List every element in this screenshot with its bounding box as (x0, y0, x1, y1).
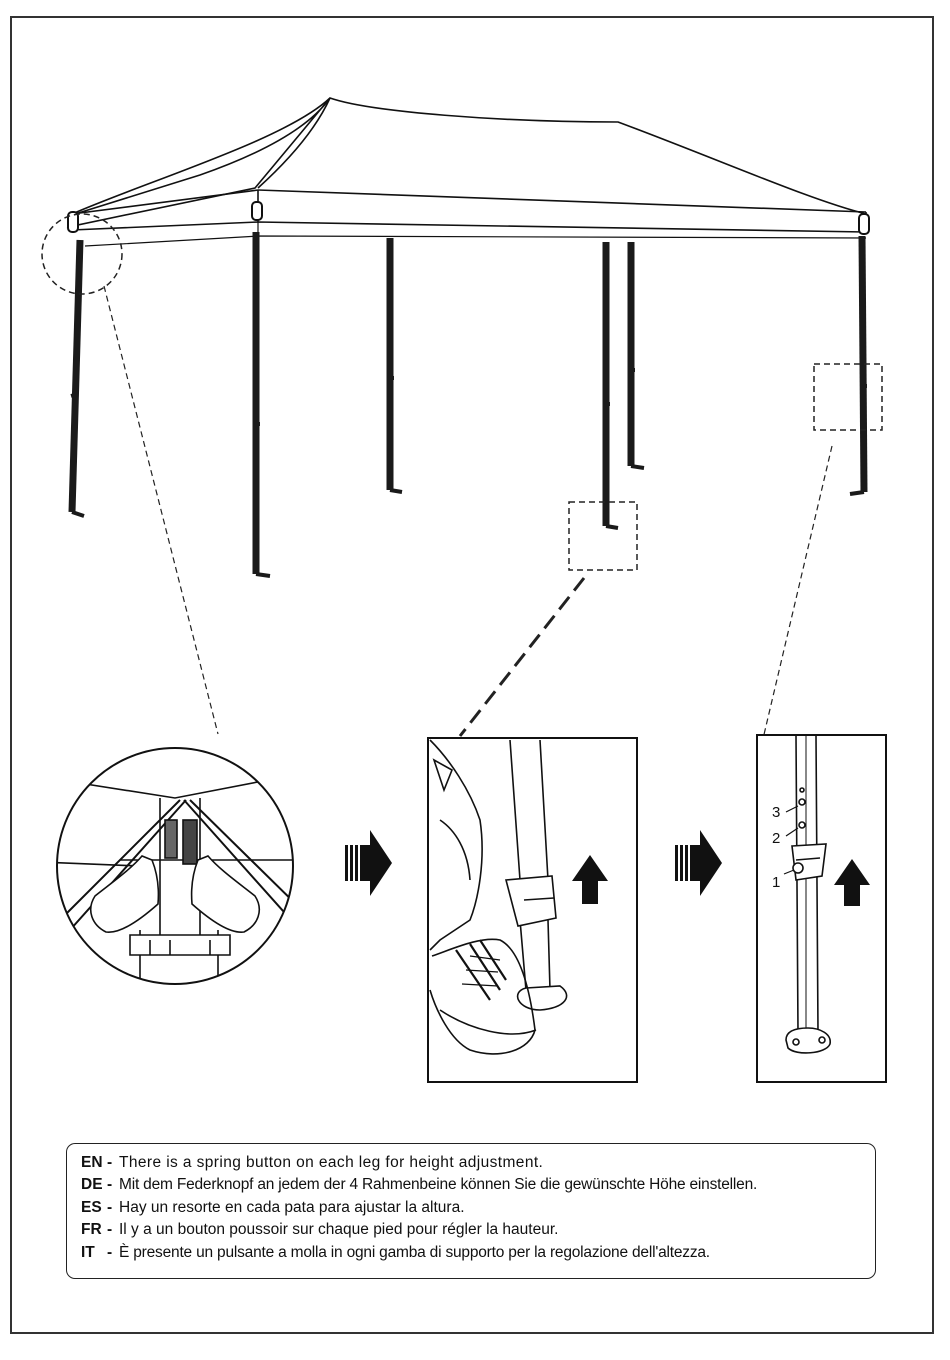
instruction-text: There is a spring button on each leg for… (119, 1154, 544, 1171)
instruction-de: DE - Mit dem Federknopf an jedem der 4 R… (81, 1174, 861, 1196)
language-separator: - (107, 1154, 113, 1171)
instruction-es: ES - Hay un resorte en cada pata para aj… (81, 1197, 861, 1219)
instructions-box: EN - There is a spring button on each le… (66, 1143, 876, 1279)
language-separator: - (107, 1243, 113, 1261)
spring-button-detail (756, 734, 887, 1083)
arrow-right-icon (675, 830, 722, 896)
instruction-it: IT - È presente un pulsante a molla in o… (81, 1242, 861, 1264)
instruction-fr: FR - Il y a un bouton poussoir sur chaqu… (81, 1219, 861, 1241)
language-code: FR (81, 1221, 102, 1239)
arrow-right-icon (345, 830, 392, 896)
instruction-text: Il y a un bouton poussoir sur chaque pie… (119, 1221, 559, 1239)
instruction-text: Hay un resorte en cada pata para ajustar… (119, 1198, 465, 1216)
page-frame (10, 16, 934, 1334)
language-code: EN (81, 1154, 103, 1171)
instruction-text: Mit dem Federknopf an jedem der 4 Rahmen… (119, 1176, 758, 1194)
language-code: ES (81, 1198, 102, 1216)
hands-adjust-illustration (56, 747, 294, 985)
foot-on-leg-illustration (427, 737, 638, 1083)
detail-callouts (41, 213, 883, 761)
tent-canopy-illustration (66, 97, 870, 247)
language-code: DE (81, 1176, 103, 1194)
instruction-text: È presente un pulsante a molla in ogni g… (119, 1243, 710, 1261)
language-separator: - (107, 1176, 113, 1194)
arrow-up-icon (834, 859, 870, 906)
instruction-en: EN - There is a spring button on each le… (81, 1152, 861, 1174)
language-separator: - (107, 1198, 113, 1216)
language-separator: - (107, 1221, 113, 1239)
arrow-up-icon (572, 855, 608, 904)
language-code: IT (81, 1243, 95, 1261)
tent-legs (68, 232, 868, 578)
